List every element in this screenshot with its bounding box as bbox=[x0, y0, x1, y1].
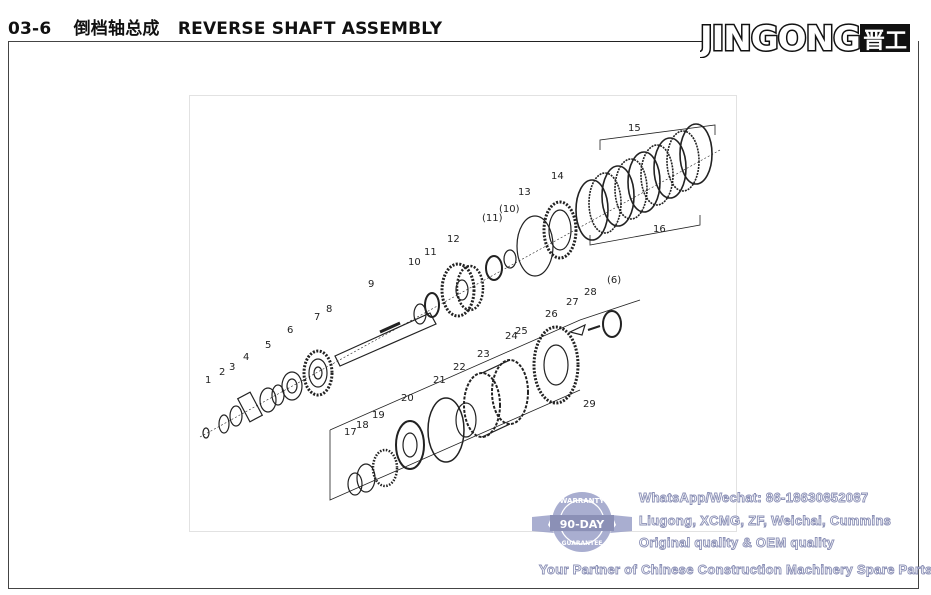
page-title: 03-6 倒档轴总成 REVERSE SHAFT ASSEMBLY bbox=[8, 14, 442, 39]
callout-15: 15 bbox=[628, 123, 641, 134]
header-rule bbox=[8, 41, 440, 42]
callout-29: 29 bbox=[583, 399, 596, 410]
callout-22: 22 bbox=[453, 362, 466, 373]
badge-bottom-text: GUARANTEE bbox=[562, 540, 603, 547]
callout-24: 24 bbox=[505, 331, 518, 342]
callout-1: 1 bbox=[205, 375, 211, 386]
callout-27: 27 bbox=[566, 297, 579, 308]
callout-10-paren: (10) bbox=[499, 204, 520, 215]
callout-2: 2 bbox=[219, 367, 225, 378]
callout-21: 21 bbox=[433, 375, 446, 386]
callout-20: 20 bbox=[401, 393, 414, 404]
callout-3: 3 bbox=[229, 362, 235, 373]
watermark-contact: WhatsApp/Wechat: 86-18630852087 bbox=[639, 490, 869, 506]
warranty-badge: WARRANTY 90-DAY GUARANTEE bbox=[532, 487, 632, 561]
watermark-tagline: Your Partner of Chinese Construction Mac… bbox=[539, 562, 931, 578]
callout-17: 17 bbox=[344, 427, 357, 438]
callout-23: 23 bbox=[477, 349, 490, 360]
callout-10: 10 bbox=[408, 257, 421, 268]
title-chinese: 倒档轴总成 bbox=[73, 19, 160, 39]
callout-4: 4 bbox=[243, 352, 249, 363]
watermark-brands: Liugong, XCMG, ZF, Weichai, Cummins bbox=[639, 513, 892, 529]
badge-top-text: WARRANTY bbox=[560, 497, 606, 505]
callout-8: 8 bbox=[326, 304, 332, 315]
callout-11-paren: (11) bbox=[482, 213, 503, 224]
callout-19: 19 bbox=[372, 410, 385, 421]
callout-5: 5 bbox=[265, 340, 271, 351]
callout-7: 7 bbox=[314, 312, 320, 323]
callout-16: 16 bbox=[653, 224, 666, 235]
header-rule-right bbox=[440, 41, 702, 42]
callout-13: 13 bbox=[518, 187, 531, 198]
callout-14: 14 bbox=[551, 171, 564, 182]
brand-chinese: 晋工 bbox=[863, 29, 907, 54]
page-frame bbox=[8, 41, 919, 589]
section-number: 03-6 bbox=[8, 19, 52, 39]
callout-6-paren: (6) bbox=[607, 275, 621, 286]
diagram-panel bbox=[189, 95, 737, 532]
callout-26: 26 bbox=[545, 309, 558, 320]
callout-6: 6 bbox=[287, 325, 293, 336]
callout-25: 25 bbox=[515, 326, 528, 337]
callout-18: 18 bbox=[356, 420, 369, 431]
callout-11: 11 bbox=[424, 247, 437, 258]
callout-9: 9 bbox=[368, 279, 374, 290]
brand-logo: JINGONG 晋工 bbox=[697, 16, 915, 62]
watermark-quality: Original quality & OEM quality bbox=[639, 535, 835, 551]
callout-28: 28 bbox=[584, 287, 597, 298]
callout-12: 12 bbox=[447, 234, 460, 245]
badge-mid-text: 90-DAY bbox=[560, 518, 605, 531]
title-english: REVERSE SHAFT ASSEMBLY bbox=[177, 19, 443, 39]
brand-text: JINGONG bbox=[700, 19, 860, 58]
